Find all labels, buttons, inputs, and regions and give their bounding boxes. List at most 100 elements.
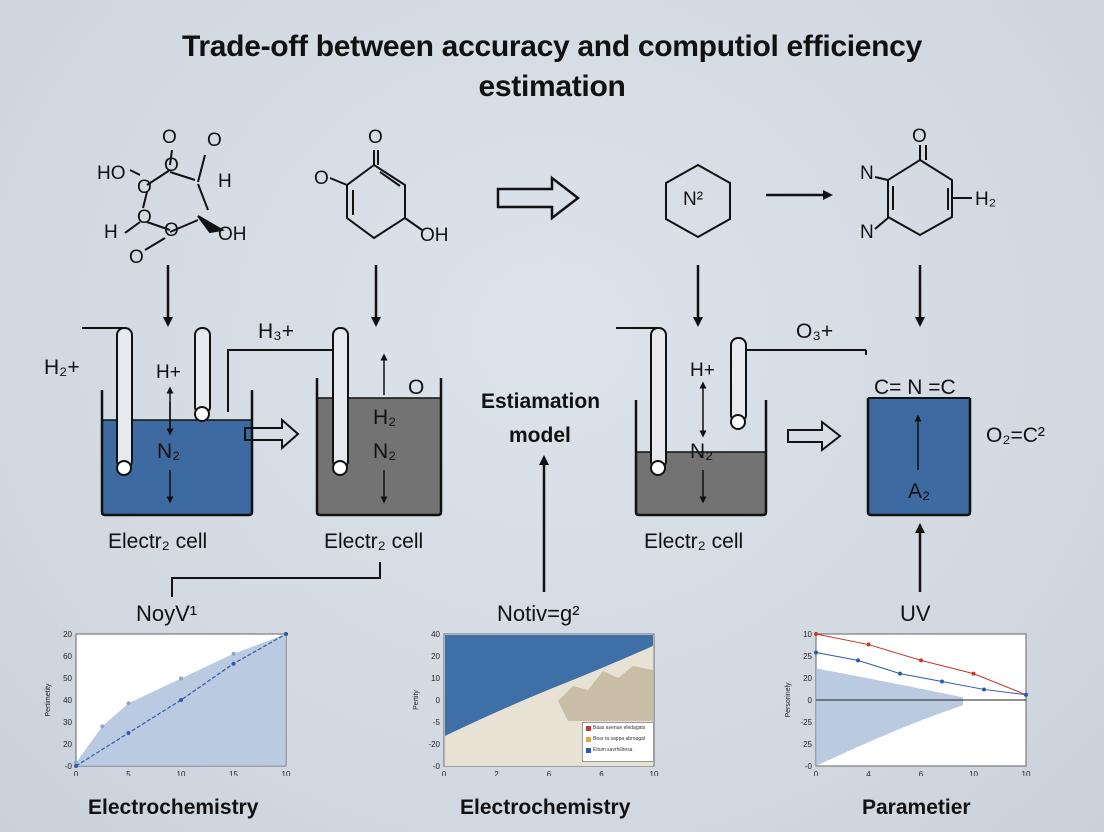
chart-left-xlabel: Electrochemistry [88,796,259,819]
cell1-hplus: H+ [156,362,181,383]
chart-right-point-0-1 [866,642,871,647]
legend-swatch-1 [586,726,591,731]
chart-left-y-tick-1: 60 [63,652,72,661]
model-label-line1: Estiamation [481,390,601,413]
chart-center-y-tick-0: 40 [431,630,440,639]
m1-h-right: H [218,171,232,192]
legend-item-1: Baas avenue eledagats [583,723,653,734]
chart-right-point-1-0 [814,650,818,655]
chart-center-y-tick-4: -5 [433,718,441,727]
cell4-a2: A₂ [908,480,931,503]
chart-center-legend: Baas avenue eledagats Bear ta sappa abro… [582,722,654,762]
chart-center-x-tick-3: 6 [599,770,604,776]
m1-oh: OH [218,224,247,245]
chart-center-rocks [558,666,653,721]
chart-left-y-tick-5: 20 [63,740,72,749]
chart-left-y-tick-3: 40 [63,696,72,705]
m4-n-top: N [860,163,874,184]
chart-left-point-b-3 [231,661,236,666]
chart-right-ylabel: Persorinely [785,682,792,718]
chart-right-x-tick-3: 10 [969,770,978,776]
cell2-h2: H₂ [373,406,397,429]
o2c2-label: O₂=C² [986,424,1045,447]
electrochemical-cell-3 [616,327,768,517]
chart-right-point-1-3 [940,679,944,684]
chart-left-y-tick-6: -0 [65,762,73,771]
chart-center-xlabel: Electrochemistry [460,796,631,819]
chart-left-point-a-0 [74,760,78,765]
m1-ring-o2: O [137,177,152,198]
legend-label-1: Baas avenue eledagats [593,725,646,731]
chart-center-ylabel: Pertity [413,690,420,710]
m1-o-top1: O [162,127,177,148]
electrochemical-cell-4 [866,397,972,517]
chart-left-y-tick-4: 30 [63,718,72,727]
chart-center-x-tick-4: 10 [650,770,659,776]
hexagon-ring [665,163,731,239]
h3-plus-label: H₃+ [258,320,294,343]
chart-right-y-tick-5: 25 [803,740,812,749]
chart-right-y-tick-1: 25 [803,652,812,661]
cell1-caption: Electr₂ cell [108,530,208,553]
m3-label: N² [683,189,704,210]
h2-plus-label: H₂+ [44,356,80,379]
chart-center-x-tick-0: 0 [442,770,447,776]
chart-right-point-0-0 [814,632,818,636]
chart-center-x-tick-2: 6 [547,770,552,776]
chart-left-point-b-1 [126,731,131,735]
model-label-line2: model [509,424,571,447]
chart-center-water [445,635,653,736]
molecule-1 [124,149,225,251]
label-notiv: Notiv=g² [497,601,580,626]
m4-h2: H₂ [975,189,997,210]
chart-left-point-a-4 [231,651,236,656]
cell2-o: O [408,376,425,399]
chart-right-xlabel: Parametier [862,796,971,819]
electrochemical-cell-2 [315,327,443,517]
cell3-caption: Electr₂ cell [644,530,744,553]
chart-left-x-tick-2: 10 [177,770,186,776]
chart-right-point-1-1 [856,658,860,663]
chart-right-line-1 [815,651,1027,696]
chart-center-x-tick-1: 2 [494,770,499,776]
m1-o-bottom: O [129,247,144,268]
chart-right-x-tick-0: 0 [814,770,819,776]
chart-right-point-1-5 [1024,692,1028,697]
electrochemical-cell-1 [82,327,254,517]
chart-left-x-tick-1: 5 [126,770,131,776]
label-uv: UV [900,601,931,626]
chart-left-y-tick-2: 50 [63,674,72,683]
cell4-formula: C= N =C [874,376,956,399]
m1-ho: HO [97,163,126,184]
chart-right-y-tick-4: -25 [800,718,812,727]
chart-right-x-tick-1: 4 [866,770,871,776]
m2-o-left: O [314,168,329,189]
chart-left-point-a-2 [126,701,131,706]
o3-plus-label: O₃+ [796,320,834,343]
chart-left-y-tick-0: 20 [63,630,72,639]
m1-o-top2: O [207,130,222,151]
legend-swatch-2 [586,737,591,742]
m1-ring-o4: O [164,220,179,241]
cell3-n2: N₂ [690,440,714,463]
cell2-n2: N₂ [373,440,397,463]
chart-center-y-tick-1: 20 [431,652,440,661]
hollow-arrow-3 [787,419,842,453]
chart-right-point-1-2 [898,671,902,676]
legend-item-3: Eitum savrhiliresa [583,745,653,756]
legend-label-2: Bear ta sappa abroagal [593,736,645,742]
m2-oh: OH [420,225,449,246]
cell1-n2: N₂ [157,440,181,463]
m1-ring-o1: O [164,155,179,176]
chart-right-point-0-2 [919,658,923,663]
chart-right-y-tick-3: 0 [808,696,813,705]
hollow-arrow-1 [496,175,581,221]
chart-right-y-tick-2: 20 [803,674,812,683]
chart-right-y-tick-0: 10 [803,630,812,639]
chart-center-y-tick-6: -0 [433,762,441,771]
chart-right-area [816,668,963,766]
